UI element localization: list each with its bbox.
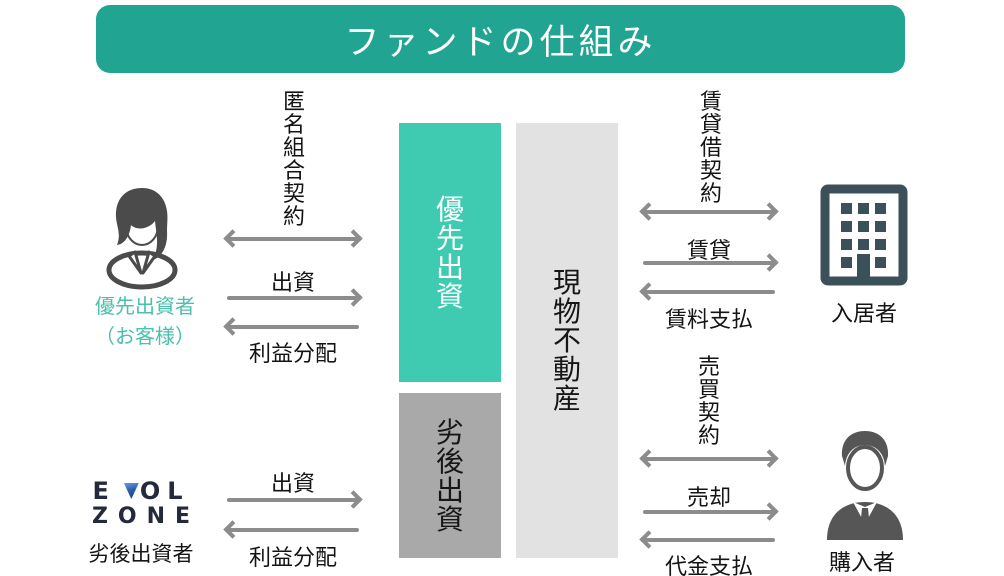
arrow-shaft bbox=[643, 261, 775, 265]
logo-letters-ol: OL bbox=[139, 477, 190, 505]
arrow-shaft bbox=[227, 296, 359, 300]
payment-label: 代金支払 bbox=[664, 555, 753, 576]
arrow-left-head-icon bbox=[639, 449, 658, 468]
sale-contract-arrow bbox=[639, 449, 779, 468]
priority-investment-label: 優 先 出 資 bbox=[435, 192, 464, 313]
priority-investor-icon bbox=[106, 188, 178, 290]
arrow-left-head-icon bbox=[223, 317, 242, 336]
evol-zone-logo: E V OL ZONE bbox=[80, 479, 202, 528]
subordinated-investment-box: 劣 後 出 資 bbox=[399, 393, 501, 558]
lease-arrow bbox=[640, 253, 779, 272]
arrow-shaft bbox=[643, 457, 775, 461]
profit-distribution-arrow bbox=[223, 520, 362, 539]
sale-contract-label: 売 買 契 約 bbox=[697, 355, 720, 449]
anonymous-partnership-contract-label: 匿 名 組 合 契 約 bbox=[282, 90, 305, 230]
rent-payment-arrow bbox=[639, 282, 778, 301]
investment-arrow bbox=[224, 490, 363, 509]
lease-label: 賃貸 bbox=[686, 239, 731, 264]
lease-contract-arrow bbox=[639, 202, 779, 221]
logo-v-triangle-icon: V bbox=[123, 483, 139, 499]
priority-investor-label: 優先出資者 （お客様） bbox=[73, 291, 217, 351]
arrow-shaft bbox=[227, 528, 359, 532]
arrow-shaft bbox=[643, 538, 775, 542]
lease-contract-label: 賃 貸 借 契 約 bbox=[699, 90, 722, 207]
profit-distribution-label: 利益分配 bbox=[248, 546, 337, 571]
subordinated-investment-label: 劣 後 出 資 bbox=[435, 415, 464, 536]
tenant-building-icon bbox=[820, 184, 908, 286]
arrow-right-head-icon bbox=[344, 288, 363, 307]
physical-real-estate-label: 現 物 不 動 産 bbox=[552, 266, 581, 415]
sale-label: 売却 bbox=[686, 486, 731, 511]
priority-investor-suffix: （お客様） bbox=[95, 324, 195, 348]
tenant-label: 入居者 bbox=[830, 302, 897, 327]
page-title: ファンドの仕組み bbox=[344, 22, 657, 63]
arrow-shaft bbox=[227, 498, 359, 502]
arrow-left-head-icon bbox=[639, 202, 658, 221]
arrow-shaft bbox=[643, 290, 775, 294]
logo-line-zone: ZONE bbox=[91, 504, 201, 529]
subordinated-investor-label: 劣後出資者 bbox=[88, 542, 194, 566]
arrow-right-head-icon bbox=[760, 202, 779, 221]
investment-label: 出資 bbox=[270, 271, 315, 296]
arrow-right-head-icon bbox=[344, 229, 363, 248]
arrow-left-head-icon bbox=[223, 229, 242, 248]
title-banner: ファンドの仕組み bbox=[96, 5, 905, 73]
physical-real-estate-box: 現 物 不 動 産 bbox=[516, 123, 618, 558]
payment-arrow bbox=[639, 530, 778, 549]
purchaser-label: 購入者 bbox=[828, 551, 895, 576]
investment-arrow bbox=[224, 288, 363, 307]
arrow-right-head-icon bbox=[760, 502, 779, 521]
arrow-left-head-icon bbox=[639, 530, 658, 549]
arrow-right-head-icon bbox=[344, 490, 363, 509]
arrow-left-head-icon bbox=[223, 520, 242, 539]
arrow-right-head-icon bbox=[760, 449, 779, 468]
logo-line-evol: E V OL bbox=[80, 479, 202, 503]
arrow-shaft bbox=[227, 237, 359, 241]
priority-investment-box: 優 先 出 資 bbox=[399, 123, 501, 382]
logo-letter-e: E bbox=[92, 477, 116, 505]
purchaser-icon bbox=[827, 431, 903, 540]
arrow-shaft bbox=[643, 210, 775, 214]
profit-distribution-arrow bbox=[223, 317, 362, 336]
investment-label: 出資 bbox=[270, 472, 315, 497]
arrow-shaft bbox=[643, 510, 775, 514]
anonymous-partnership-contract-arrow bbox=[223, 229, 363, 248]
profit-distribution-label: 利益分配 bbox=[248, 342, 337, 367]
rent-payment-label: 賃料支払 bbox=[664, 308, 753, 333]
arrow-shaft bbox=[227, 325, 359, 329]
priority-investor-name: 優先出資者 bbox=[95, 294, 195, 318]
arrow-left-head-icon bbox=[639, 282, 658, 301]
arrow-right-head-icon bbox=[760, 253, 779, 272]
sale-arrow bbox=[640, 502, 779, 521]
